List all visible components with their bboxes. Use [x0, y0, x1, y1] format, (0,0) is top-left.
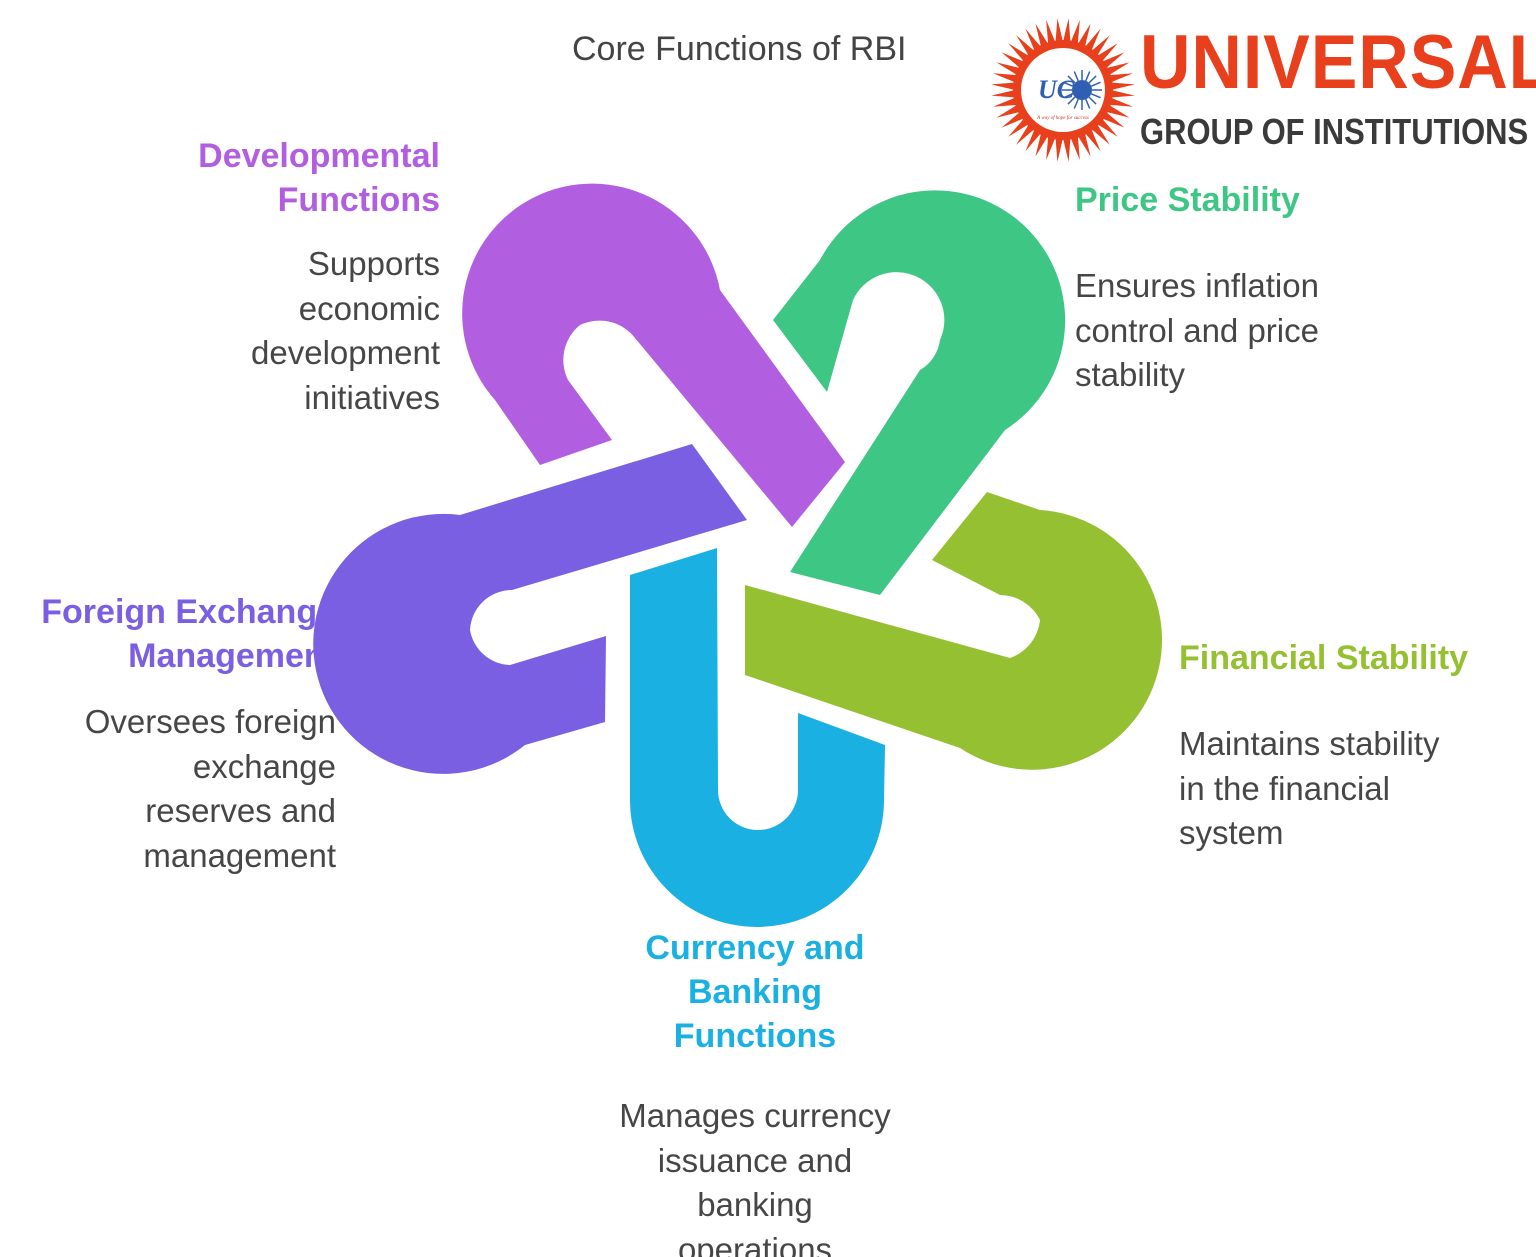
brand-subtitle: GROUP OF INSTITUTIONS: [1140, 111, 1529, 152]
currency-banking-heading: Currency and Banking Functions: [645, 929, 865, 1055]
foreign-exchange-description: Oversees foreign exchange reserves and m…: [84, 703, 336, 874]
price-stability-heading: Price Stability: [1075, 181, 1300, 219]
price-stability-arm: [773, 190, 1066, 595]
price-stability-description: Ensures inflation control and price stab…: [1075, 267, 1319, 393]
diagram-title: Core Functions of RBI: [572, 30, 907, 68]
seal-tagline: A way of hope for success: [1036, 116, 1089, 121]
universal-logo: UC A way of hope for success UNIVERSAL G…: [988, 16, 1536, 164]
developmental-arm: [462, 183, 845, 528]
currency-banking-description: Manages currency issuance and banking op…: [619, 1097, 891, 1257]
developmental-heading: Developmental Functions: [198, 137, 440, 219]
brand-name: UNIVERSAL: [1140, 20, 1536, 105]
financial-stability-arm: [745, 492, 1162, 770]
sun-seal-icon: UC A way of hope for success: [991, 18, 1135, 162]
foreign-exchange-block: Foreign Exchange Management Oversees for…: [0, 590, 336, 878]
financial-stability-description: Maintains stability in the financial sys…: [1179, 725, 1440, 851]
financial-stability-heading: Financial Stability: [1179, 639, 1469, 677]
foreign-exchange-arm: [313, 444, 747, 774]
currency-banking-arm: [630, 548, 885, 927]
foreign-exchange-heading: Foreign Exchange Management: [41, 593, 336, 675]
financial-stability-block: Financial Stability Maintains stability …: [1179, 636, 1524, 856]
price-stability-block: Price Stability Ensures inflation contro…: [1075, 178, 1515, 398]
currency-banking-block: Currency and Banking Functions Manages c…: [555, 926, 955, 1257]
developmental-block: Developmental Functions Supports economi…: [0, 134, 440, 420]
developmental-description: Supports economic development initiative…: [251, 245, 440, 416]
